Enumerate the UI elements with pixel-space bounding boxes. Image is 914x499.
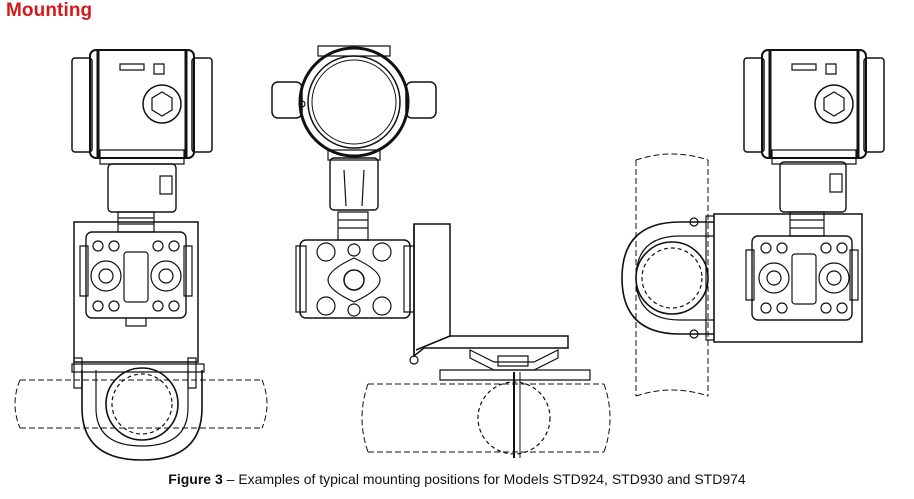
sensor-body-middle [296,240,414,318]
mounting-illustration [0,28,914,468]
mount-middle [272,46,610,458]
housing-middle [272,46,436,160]
bracket-left [74,222,198,362]
pipe-middle [362,384,610,452]
figure-caption-text: – Examples of typical mounting positions… [222,471,746,487]
housing-left [72,50,212,164]
sensor-body-left [80,232,192,326]
mount-right [622,50,884,396]
sensor-body-right [746,236,858,320]
figure-label: Figure 3 [168,471,223,487]
section-heading: Mounting [6,0,93,21]
figure-caption: Figure 3 – Examples of typical mounting … [0,471,914,487]
bracket-middle [414,224,568,356]
u-bolt-right [622,222,714,334]
housing-right [744,50,884,164]
pipe-left-end [106,368,178,440]
pipe-left [15,380,267,428]
pipe-right-end [636,242,708,314]
mount-left [15,50,267,460]
bracket-right [714,214,862,342]
u-bolt-left [82,370,202,460]
pipe-right [636,154,708,396]
